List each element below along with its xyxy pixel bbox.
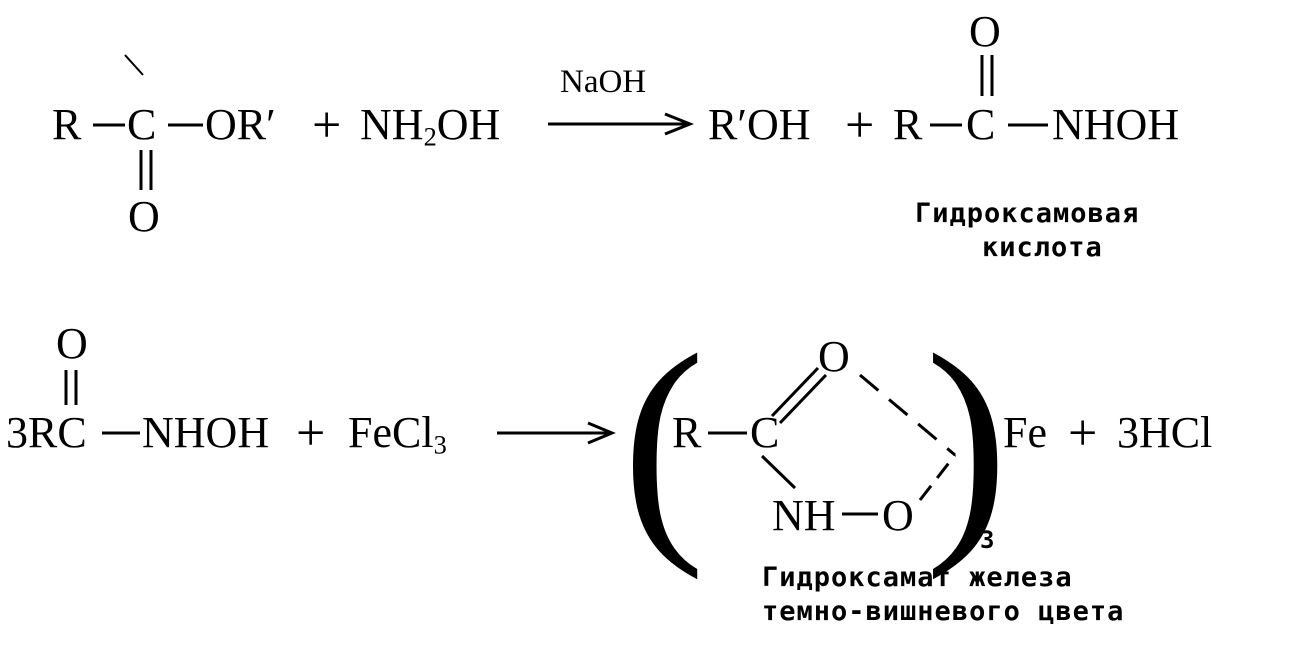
r1-product-o: O: [969, 7, 1001, 56]
r1-product-nhoh: NHOH: [1052, 100, 1180, 149]
r1-hydroxylamine: NH2OH: [360, 100, 501, 152]
r1-reagent: NaOH: [560, 64, 647, 100]
coord-bond-o-fe-2: [918, 454, 957, 501]
complex-o-bottom: O: [882, 491, 914, 540]
r2-plus-1: +: [296, 405, 326, 462]
stray-mark: [124, 54, 144, 76]
coord-bond-o-fe-1: [859, 373, 956, 457]
complex-left-paren: (: [622, 304, 706, 581]
complex-nh: NH: [772, 491, 836, 540]
r2-reactant-nhoh: NHOH: [142, 408, 270, 457]
complex-o-top: O: [818, 332, 850, 381]
r2-reactant-o: O: [56, 319, 88, 368]
r1-reactant-r: R: [52, 100, 82, 149]
r1-reactant-or: OR′: [205, 100, 276, 149]
r2-plus-2: +: [1068, 405, 1098, 462]
r1-reactant-o: O: [128, 192, 160, 241]
complex-c: C: [750, 408, 780, 457]
bond-complex-c-nh: [760, 454, 797, 490]
arrow-2-head: [587, 421, 616, 445]
r2-hcl: 3HCl: [1117, 408, 1213, 457]
complex-subscript-3: 3: [980, 526, 996, 554]
complex-r: R: [672, 408, 702, 457]
r2-reactant-3rc: 3RC: [6, 408, 87, 457]
double-bond-complex-2: [778, 373, 828, 425]
r1-caption-line2: кислота: [982, 232, 1103, 263]
r1-product-r: R: [893, 100, 923, 149]
r1-plus-2: +: [845, 97, 875, 154]
r1-reactant-c: C: [127, 100, 157, 149]
r1-product-c: C: [966, 100, 996, 149]
double-bond-complex-1: [770, 366, 820, 418]
r2-caption-line1: Гидроксамат железа: [762, 562, 1073, 593]
r2-fe: Fe: [1003, 408, 1047, 457]
r1-product-alcohol: R′OH: [708, 100, 811, 149]
r2-fecl3: FeCl3: [348, 408, 447, 460]
r1-plus-1: +: [312, 97, 342, 154]
complex-right-paren: ): [925, 304, 1009, 581]
r2-caption-line2: темно-вишневого цвета: [762, 596, 1125, 627]
r1-caption-line1: Гидроксамовая: [915, 198, 1140, 229]
arrow-1-head: [664, 112, 695, 136]
